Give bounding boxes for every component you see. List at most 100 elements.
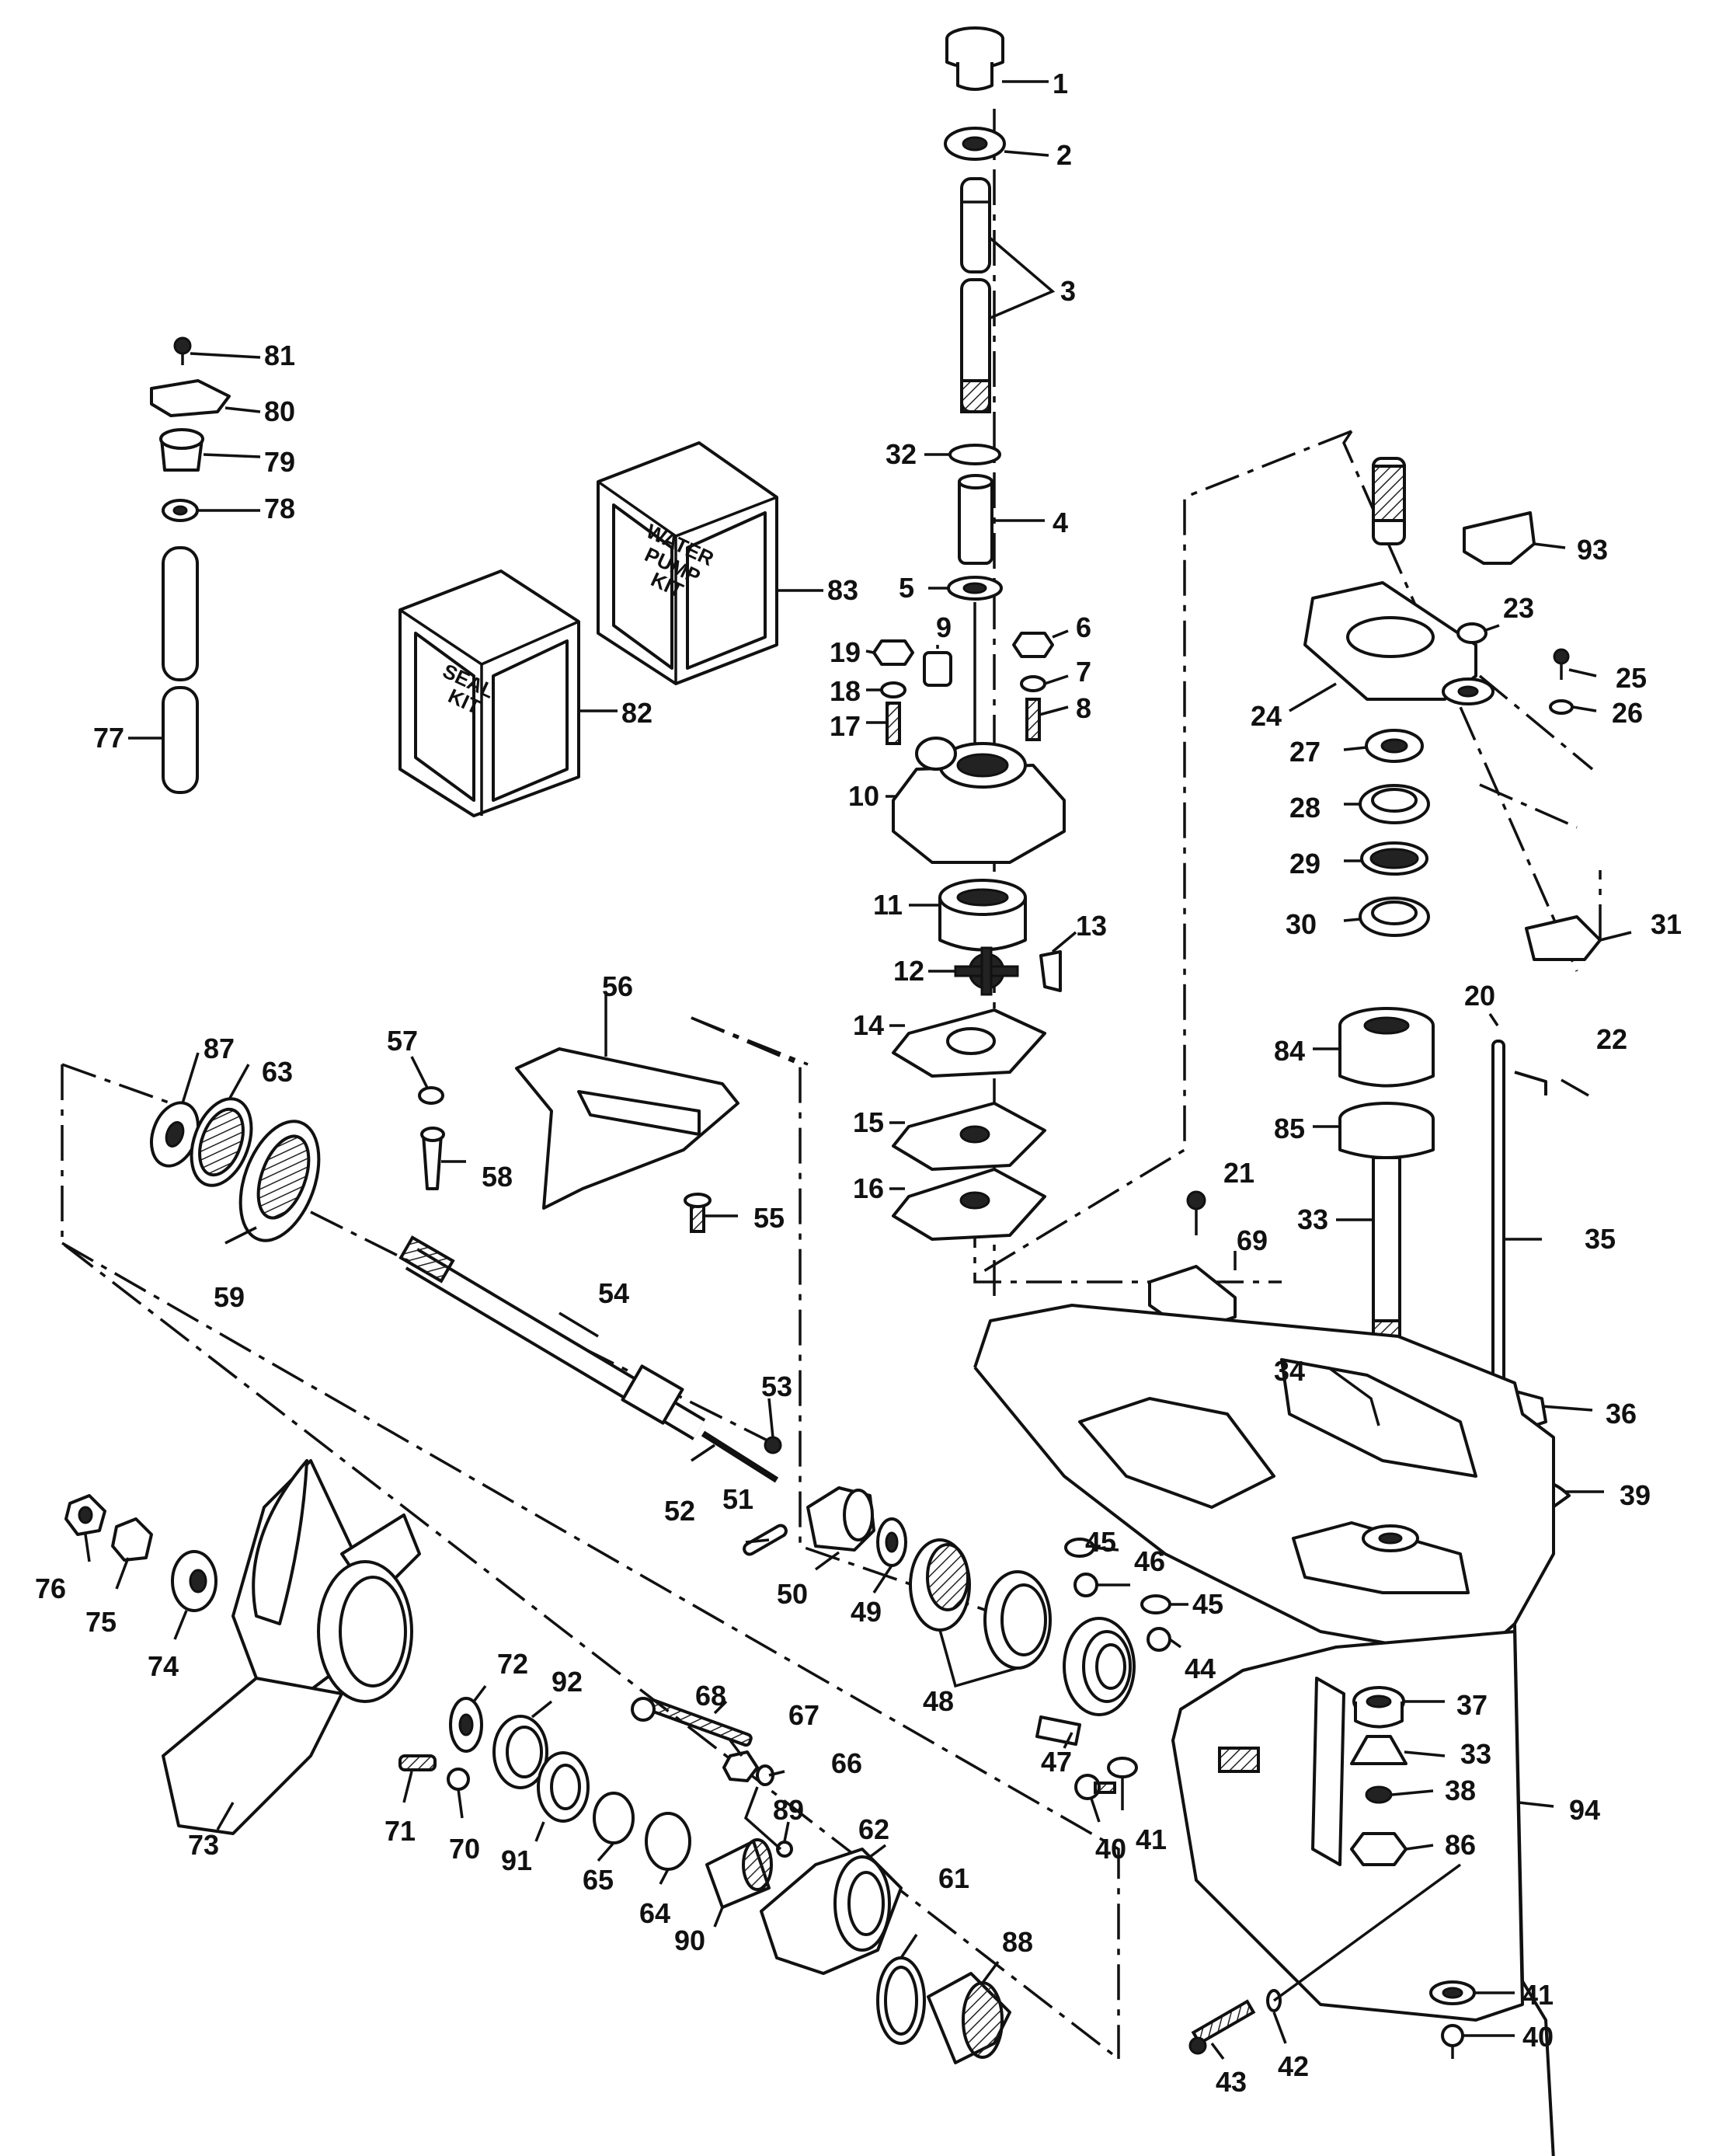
callout-68: 68 [694,1680,727,1712]
callout-64: 64 [639,1897,671,1929]
callout-30: 30 [1285,908,1317,940]
callout-33: 33 [1296,1203,1329,1235]
callout-73: 73 [187,1829,220,1861]
callout-4: 4 [1052,507,1069,538]
callout-49: 49 [850,1596,882,1628]
callout-87: 87 [203,1033,235,1064]
callout-22: 22 [1595,1023,1628,1055]
callout-10: 10 [847,780,880,812]
callout-29: 29 [1289,848,1321,879]
fastener-group-bottom [1188,1863,1476,2059]
callout-78: 78 [263,493,296,524]
callout-83: 83 [826,574,859,606]
callout-57: 57 [386,1025,419,1057]
callout-32: 32 [885,438,917,470]
callout-54: 54 [597,1277,630,1309]
callout-72: 72 [496,1648,529,1680]
callout-86: 86 [1444,1829,1477,1861]
callout-23: 23 [1502,592,1535,624]
callout-39: 39 [1619,1479,1651,1511]
callout-84: 84 [1273,1035,1306,1067]
callout-13: 13 [1075,910,1108,942]
callout-59: 59 [213,1281,245,1313]
callout-45-upper: 45 [1084,1526,1117,1558]
callout-21: 21 [1223,1157,1255,1189]
propeller-group [64,1459,1011,2064]
callout-1: 1 [1052,68,1069,99]
callout-2: 2 [1056,139,1073,171]
callout-79: 79 [263,446,296,478]
callout-17: 17 [829,710,861,742]
callout-51: 51 [722,1483,754,1515]
callout-24: 24 [1250,700,1282,732]
callout-9: 9 [935,611,952,643]
callout-62: 62 [858,1813,890,1845]
callout-90: 90 [673,1924,706,1956]
shim-group [1148,1190,1237,1334]
callout-91: 91 [500,1844,533,1876]
callout-58: 58 [481,1161,513,1193]
callout-43: 43 [1215,2066,1247,2098]
callout-92: 92 [551,1666,583,1698]
callout-88: 88 [1001,1926,1034,1958]
callout-52: 52 [663,1495,696,1527]
callout-41-bottom: 41 [1522,1979,1554,2011]
callout-82: 82 [621,697,653,729]
callout-45-lower: 45 [1192,1588,1224,1620]
callout-93: 93 [1576,534,1609,566]
callout-20: 20 [1463,980,1496,1012]
callout-47: 47 [1040,1746,1073,1778]
callout-85: 85 [1273,1113,1306,1144]
callout-42: 42 [1277,2050,1310,2082]
callout-46: 46 [1133,1545,1166,1577]
callout-50: 50 [776,1578,809,1610]
callout-61: 61 [938,1862,970,1894]
callout-3: 3 [1060,275,1077,307]
callout-5: 5 [898,572,915,604]
callout-66: 66 [830,1747,863,1779]
callout-15: 15 [852,1106,885,1138]
callout-69: 69 [1236,1224,1268,1256]
callout-26: 26 [1611,697,1644,729]
callout-77: 77 [92,722,125,754]
callout-31: 31 [1650,908,1682,940]
shift-shaft-group [150,336,231,794]
callout-14: 14 [852,1009,885,1041]
callout-81: 81 [263,340,296,371]
callout-27: 27 [1289,736,1321,768]
callout-36: 36 [1605,1398,1637,1430]
callout-38: 38 [1444,1775,1477,1806]
callout-18: 18 [829,675,861,707]
callout-65: 65 [582,1864,614,1896]
callout-33-cutaway: 33 [1460,1738,1492,1770]
callout-71: 71 [384,1815,416,1847]
callout-70: 70 [448,1833,481,1865]
leader-lines [84,80,1632,2060]
callout-40-mid: 40 [1094,1833,1127,1865]
callout-74: 74 [147,1650,179,1682]
impeller-drawing [954,946,1019,996]
seal-kit-box: SEAL KIT [398,569,580,817]
callout-28: 28 [1289,792,1321,824]
callout-37: 37 [1456,1689,1488,1721]
callout-53: 53 [760,1371,793,1402]
water-pump-kit-box: WATER PUMP KIT [597,441,778,685]
callout-12: 12 [893,955,925,987]
callout-94: 94 [1568,1794,1601,1826]
driveshaft-assembly [872,26,1066,1241]
callout-80: 80 [263,395,296,427]
trim-tab-group [418,1047,739,1233]
gearcase-housing [973,1304,1555,2156]
callout-34: 34 [1273,1355,1306,1387]
callout-16: 16 [852,1172,885,1204]
callout-55: 55 [753,1202,785,1234]
callout-19: 19 [829,636,861,668]
callout-41-mid: 41 [1135,1823,1167,1855]
callout-11: 11 [872,889,903,921]
callout-63: 63 [261,1056,294,1088]
callout-35: 35 [1584,1223,1616,1255]
callout-56: 56 [601,970,634,1002]
callout-7: 7 [1075,656,1092,688]
